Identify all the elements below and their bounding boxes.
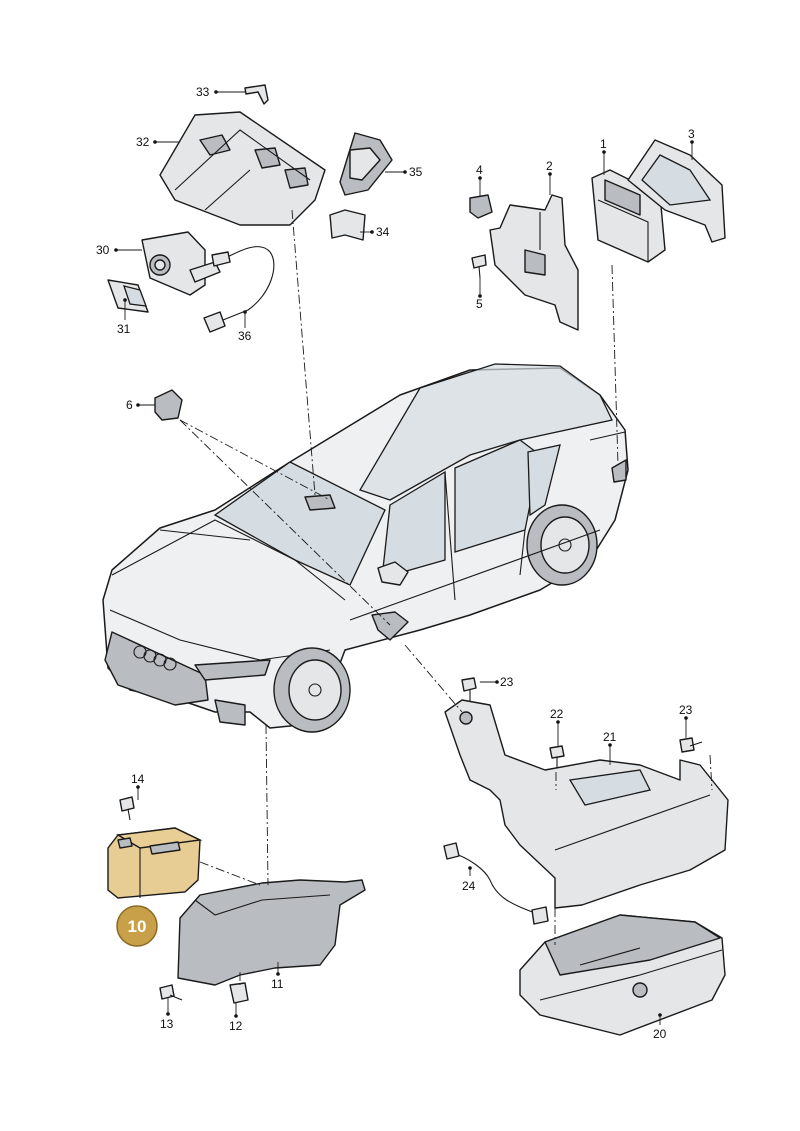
- callout-35: 35: [409, 165, 423, 179]
- highlight-badge-10: 10: [116, 905, 158, 947]
- callout-1: 1: [600, 137, 607, 151]
- part-24-cable: [443, 842, 549, 925]
- association-lines: [179, 209, 713, 985]
- callout-2: 2: [546, 159, 553, 173]
- part-33-clip: [244, 84, 269, 105]
- part-13-screw: [159, 984, 183, 1001]
- part-35-cover: [339, 132, 393, 196]
- callout-22: 22: [550, 707, 564, 721]
- callout-20: 20: [653, 1027, 667, 1041]
- callout-11: 11: [271, 977, 284, 991]
- part-12-nut: [229, 982, 249, 1004]
- callout-33: 33: [196, 85, 210, 99]
- part-11-bracket: [177, 879, 366, 986]
- callout-23-top: 23: [500, 675, 514, 689]
- part-5-screw: [471, 254, 487, 279]
- callout-4: 4: [476, 163, 483, 177]
- part-34-cover-small: [329, 209, 366, 241]
- leader-lines: [114, 90, 694, 1025]
- part-21-bracket: [444, 699, 729, 909]
- part-3-frame: [627, 139, 726, 243]
- part-20-control-unit: [519, 914, 726, 1036]
- callout-36: 36: [238, 329, 252, 343]
- part-30-camera: [141, 231, 221, 296]
- callout-13: 13: [160, 1017, 174, 1031]
- callout-34: 34: [376, 225, 390, 239]
- callout-23-right: 23: [679, 703, 693, 717]
- callout-24: 24: [462, 879, 476, 893]
- callout-12: 12: [229, 1019, 243, 1033]
- callout-21: 21: [603, 730, 617, 744]
- part-23-screw-a: [461, 677, 477, 702]
- part-6-sensor: [154, 389, 183, 421]
- callout-5: 5: [476, 297, 483, 311]
- highlight-badge-circle: [116, 905, 158, 947]
- part-14-screw: [119, 796, 135, 821]
- callout-labels: 33 32 35 34 30 31 36 4 2 1 3 5 6 23 22 2…: [96, 85, 695, 1041]
- part-23-screw-b: [679, 737, 703, 753]
- part-32-mount-plate: [159, 111, 326, 226]
- callout-32: 32: [136, 135, 150, 149]
- part-36-cable: [203, 246, 275, 333]
- part-31-filter: [107, 279, 149, 313]
- part-22-screw: [549, 745, 565, 772]
- car-illustration: [102, 363, 629, 733]
- part-4-plug: [469, 194, 493, 219]
- callout-6: 6: [126, 398, 133, 412]
- callout-30: 30: [96, 243, 110, 257]
- callout-3: 3: [688, 127, 695, 141]
- callout-31: 31: [117, 322, 131, 336]
- callout-10: 10: [128, 917, 147, 936]
- callout-14: 14: [131, 772, 145, 786]
- part-2-bracket: [489, 194, 579, 331]
- part-10-control-unit-highlighted: [107, 827, 203, 899]
